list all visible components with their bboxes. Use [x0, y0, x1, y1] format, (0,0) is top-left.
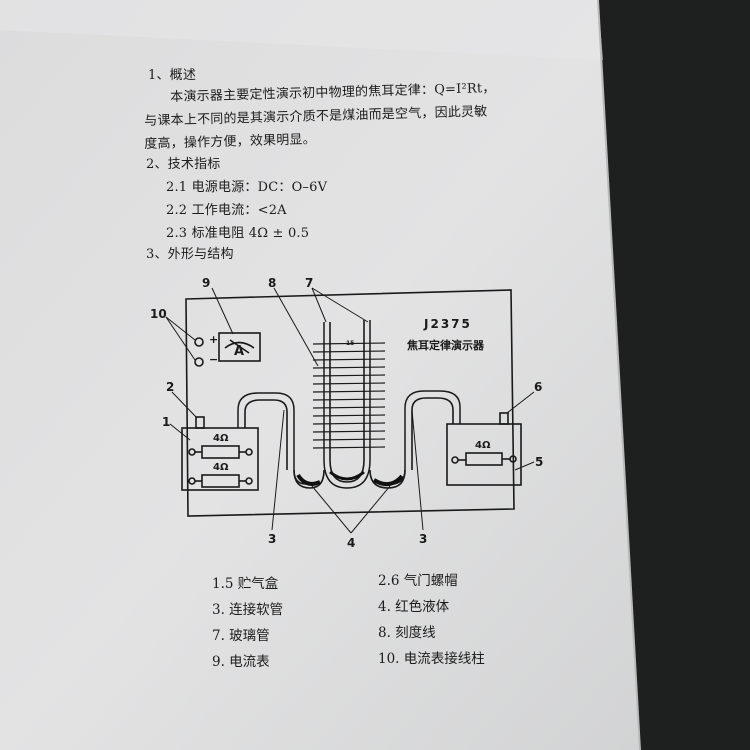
spec-voltage: 2.1 电源电源：DC：O–6V: [166, 180, 328, 195]
legend-item-7: 7. 玻璃管: [212, 628, 270, 644]
callout-3-right: 3: [419, 532, 428, 546]
left-resistor-2-label: 4Ω: [213, 462, 229, 473]
callout-3-left: 3: [268, 532, 277, 546]
callout-9: 9: [202, 276, 211, 290]
minus-sign: −: [209, 353, 219, 366]
callout-4: 4: [347, 536, 356, 550]
legend-item-2-6: 2.6 气门螺帽: [378, 573, 458, 589]
legend-item-9: 9. 电流表: [212, 654, 270, 670]
legend-item-3: 3. 连接软管: [212, 602, 284, 618]
right-resistor-label: 4Ω: [475, 440, 491, 451]
legend-item-4: 4. 红色液体: [378, 599, 450, 615]
section-2-heading: 2、技术指标: [146, 157, 221, 172]
scale-top-number: 15: [346, 340, 355, 347]
section-3-heading: 3、外形与结构: [146, 247, 234, 262]
callout-10: 10: [150, 307, 167, 321]
legend-item-1-5: 1.5 贮气盒: [212, 576, 279, 592]
section-1-heading: 1、概述: [148, 68, 197, 83]
callout-2: 2: [166, 380, 175, 394]
spec-resistor: 2.3 标准电阻 4Ω ± 0.5: [166, 226, 310, 241]
device-name: 焦耳定律演示器: [407, 339, 484, 352]
legend-item-10: 10. 电流表接线柱: [378, 651, 485, 667]
callout-6: 6: [534, 380, 543, 394]
callout-1: 1: [162, 415, 171, 429]
callout-8: 8: [268, 276, 277, 290]
ammeter-symbol: A: [234, 344, 245, 359]
callout-5: 5: [535, 455, 544, 469]
plus-sign: +: [209, 333, 219, 346]
model-number: J2375: [424, 317, 472, 331]
left-resistor-1-label: 4Ω: [213, 433, 229, 444]
callout-7: 7: [305, 276, 314, 290]
spec-current: 2.2 工作电流：<2A: [166, 203, 287, 218]
legend-item-8: 8. 刻度线: [378, 625, 436, 641]
